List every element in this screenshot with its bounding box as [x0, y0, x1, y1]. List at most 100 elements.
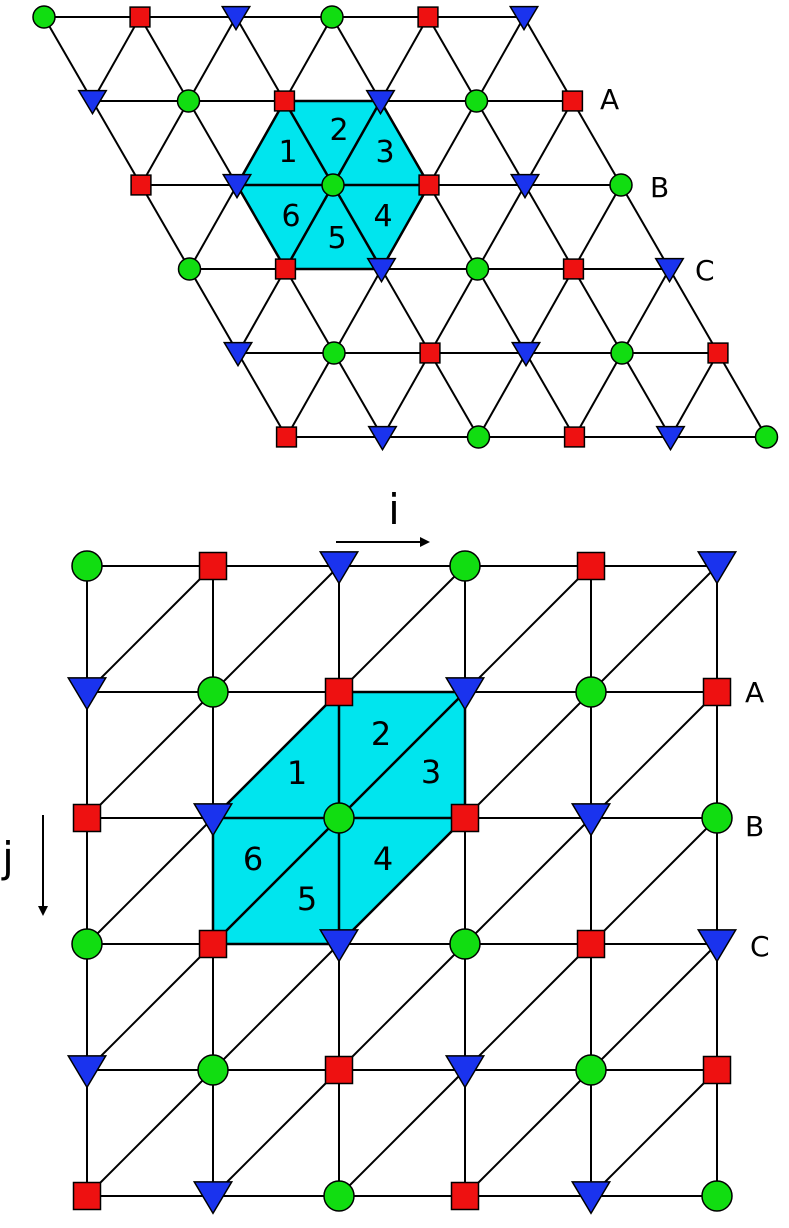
lattice-edge: [188, 268, 239, 354]
lattice-edge: [284, 268, 335, 354]
red-square-icon: [324, 1055, 354, 1085]
cell-label-5: 5: [297, 880, 317, 918]
lattice-edge: [380, 184, 430, 270]
red-square-icon: [563, 426, 586, 448]
lattice-edge: [572, 184, 622, 270]
blue-triangle-icon: [66, 677, 108, 711]
lattice-edge: [139, 16, 190, 102]
row-label-c: C: [750, 930, 770, 963]
blue-triangle-icon: [508, 5, 540, 32]
lattice-edge: [476, 268, 527, 354]
cell-label-2: 2: [329, 113, 348, 148]
lattice-edge: [338, 565, 466, 693]
axis-j: j: [1, 815, 48, 916]
blue-triangle-icon: [444, 677, 486, 711]
lattice-edge: [187, 16, 237, 102]
cell-label-2: 2: [371, 715, 391, 753]
lattice-edge: [590, 565, 718, 693]
green-circle-icon: [71, 550, 103, 582]
blue-triangle-icon: [66, 1055, 108, 1089]
green-circle-icon: [609, 173, 633, 197]
blue-triangle-icon: [696, 929, 738, 963]
lattice-sites: [66, 550, 738, 1215]
lattice-edge: [571, 100, 622, 186]
lattice-edge: [525, 352, 576, 438]
blue-triangle-icon: [77, 89, 108, 116]
red-square-icon: [707, 342, 729, 364]
lattice-edge: [717, 352, 768, 438]
lattice-edge: [283, 16, 333, 102]
red-square-icon: [129, 6, 151, 28]
cell-label-6: 6: [281, 199, 300, 234]
green-circle-icon: [610, 341, 634, 365]
green-circle-icon: [449, 928, 481, 960]
lattice-edge: [464, 565, 592, 693]
axis-j-label: j: [1, 833, 14, 882]
lattice-edge: [476, 184, 526, 270]
blue-triangle-icon: [509, 173, 541, 200]
lattice-edge: [428, 100, 478, 186]
green-circle-icon: [323, 1180, 355, 1212]
green-circle-icon: [197, 1054, 229, 1086]
lattice-edge: [91, 16, 141, 102]
lattice-edge: [333, 268, 383, 354]
axis-i: i: [336, 485, 430, 547]
lattice-edge: [590, 1069, 718, 1197]
red-square-icon: [198, 551, 228, 581]
green-circle-icon: [701, 802, 733, 834]
lattice-edges: [86, 565, 718, 1197]
lattice-edge: [523, 16, 574, 102]
lattice-edge: [338, 943, 466, 1071]
lattice-edges: [43, 16, 768, 438]
green-circle-icon: [575, 1054, 607, 1086]
green-circle-icon: [465, 257, 490, 281]
row-labels: A B C: [745, 676, 770, 963]
cell-numbers: 1 2 3 4 5 6: [243, 715, 441, 918]
triangular-lattice: 1 2 3 4 5 6 A B C: [32, 5, 779, 452]
lattice-edge: [668, 268, 719, 354]
lattice-edge: [86, 1069, 214, 1197]
cell-label-5: 5: [327, 221, 346, 256]
lattice-edge: [475, 16, 525, 102]
red-square-icon: [702, 1055, 732, 1085]
cell-label-4: 4: [373, 840, 393, 878]
red-square-icon: [275, 426, 298, 448]
lattice-sites: [32, 5, 779, 452]
lattice-edge: [590, 817, 718, 945]
lattice-edge: [427, 16, 478, 102]
blue-triangle-icon: [570, 1181, 612, 1215]
lattice-edge: [212, 565, 340, 693]
cell-label-1: 1: [287, 754, 307, 792]
green-circle-icon: [176, 89, 201, 113]
lattice-edge: [285, 352, 335, 438]
hexagon-spoke: [331, 100, 382, 186]
lattice-edge: [188, 184, 238, 270]
blue-triangle-icon: [220, 5, 252, 32]
blue-triangle-icon: [221, 173, 253, 200]
blue-triangle-icon: [192, 1181, 234, 1215]
lattice-edge: [428, 184, 479, 270]
lattice-edge: [212, 1069, 340, 1197]
lattice-edge: [237, 352, 288, 438]
red-square-icon: [450, 1181, 480, 1211]
green-circle-icon: [466, 425, 491, 449]
blue-triangle-icon: [318, 551, 360, 585]
lattice-edge: [380, 268, 431, 354]
row-label-a: A: [600, 83, 619, 116]
red-square-icon: [274, 258, 297, 280]
cell-label-3: 3: [421, 753, 441, 791]
row-label-c: C: [695, 254, 715, 287]
lattice-edge: [212, 691, 340, 819]
lattice-edge: [140, 100, 190, 186]
lattice-edge: [86, 691, 214, 819]
lattice-edge: [381, 352, 431, 438]
lattice-edge: [464, 943, 592, 1071]
green-circle-icon: [575, 676, 607, 708]
blue-triangle-icon: [366, 257, 397, 284]
lattice-edge: [236, 184, 287, 270]
row-label-b: B: [650, 171, 669, 204]
lattice-edge: [333, 352, 384, 438]
blue-triangle-icon: [222, 341, 254, 368]
